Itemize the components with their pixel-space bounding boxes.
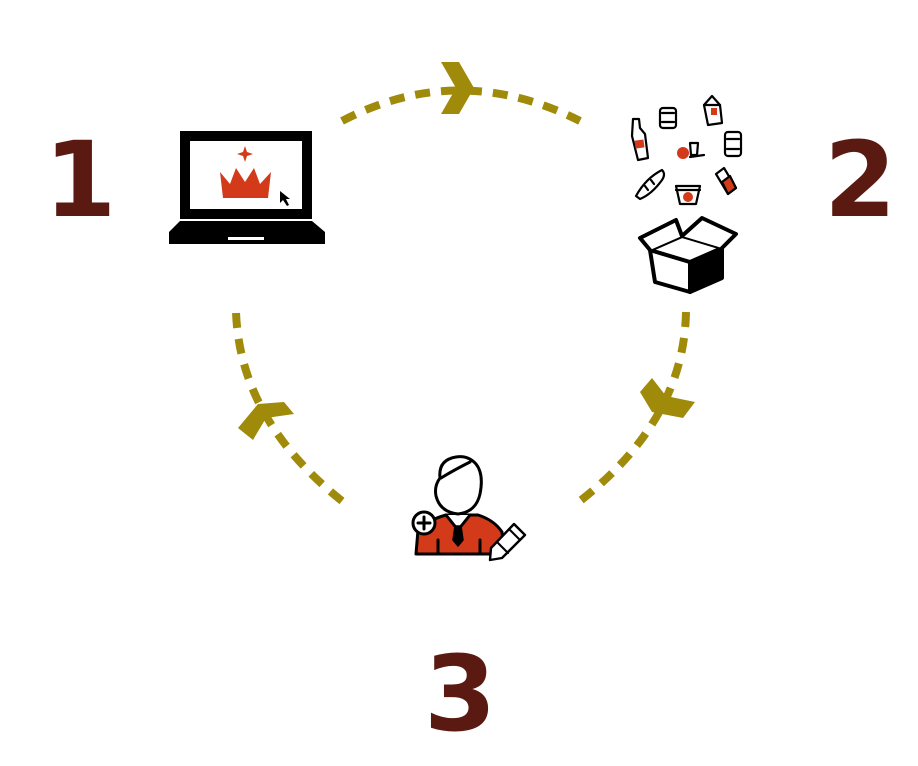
arrow-arc-1-to-2 [340, 86, 582, 125]
groceries-box-icon [630, 94, 743, 294]
arrow-arc-3-to-1 [232, 311, 345, 505]
arrow-head-2-to-3 [640, 378, 695, 418]
step-number-3: 3 [424, 633, 496, 755]
step-number-1: 1 [44, 119, 116, 241]
laptop-crown-icon [169, 131, 325, 244]
arrow-head-3-to-1 [238, 402, 294, 440]
arrow-head-1-to-2 [441, 62, 474, 114]
user-edit-icon [411, 455, 527, 562]
step-number-2: 2 [824, 119, 896, 241]
